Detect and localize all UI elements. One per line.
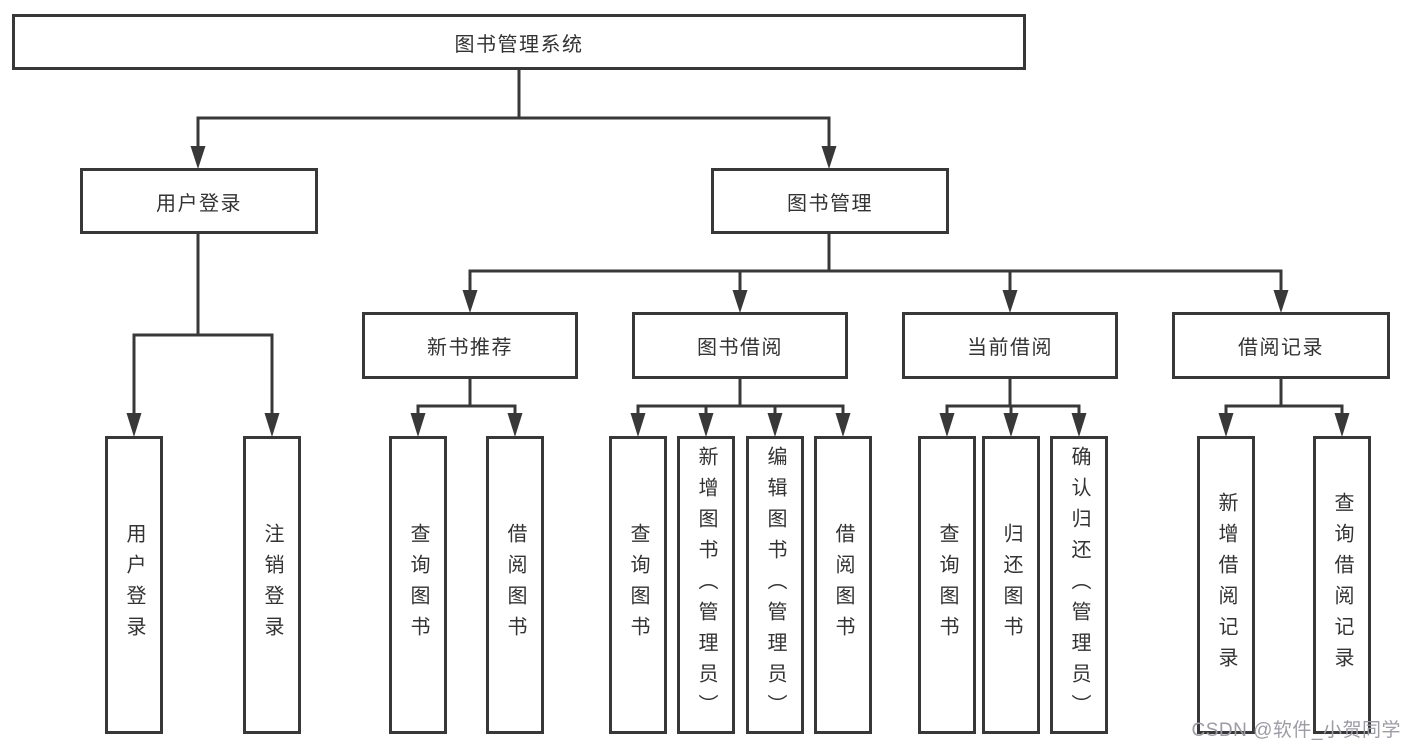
- leaf-record-add: 新增借阅记录: [1197, 436, 1255, 734]
- leaf-recommend-borrow-book: 借阅图书: [486, 436, 544, 734]
- leaf-recommend-query-book: 查询图书: [389, 436, 447, 734]
- leaf-borrow-edit-book: 编辑图书（管理员）: [746, 436, 804, 734]
- leaf-logout: 注销登录: [243, 436, 301, 734]
- connector-current-borrow: [939, 379, 1087, 437]
- connector-borrow-record: [1218, 379, 1350, 437]
- connector-book-management: [462, 234, 1289, 313]
- connector-user-login: [126, 234, 280, 437]
- connector-book-borrow: [630, 379, 851, 437]
- leaf-record-query: 查询借阅记录: [1313, 436, 1371, 734]
- leaf-current-confirm-return: 确认归还（管理员）: [1050, 436, 1108, 734]
- csdn-watermark: CSDN @软件_小贺同学: [1191, 720, 1401, 741]
- node-root: 图书管理系统: [12, 14, 1026, 70]
- leaf-current-query-book: 查询图书: [918, 436, 976, 734]
- leaf-user-login: 用户登录: [105, 436, 163, 734]
- connector-new-book-recommend: [410, 379, 523, 437]
- node-user-login: 用户登录: [80, 168, 318, 234]
- connector-root: [190, 68, 837, 169]
- leaf-borrow-borrow-book: 借阅图书: [814, 436, 872, 734]
- node-new-book-recommend: 新书推荐: [362, 312, 578, 379]
- node-borrow-record: 借阅记录: [1172, 312, 1390, 379]
- leaf-borrow-add-book: 新增图书（管理员）: [677, 436, 735, 734]
- node-book-management: 图书管理: [711, 168, 949, 234]
- leaf-borrow-query-book: 查询图书: [609, 436, 667, 734]
- node-book-borrow: 图书借阅: [632, 312, 848, 379]
- node-current-borrow: 当前借阅: [902, 312, 1118, 379]
- leaf-current-return-book: 归还图书: [982, 436, 1040, 734]
